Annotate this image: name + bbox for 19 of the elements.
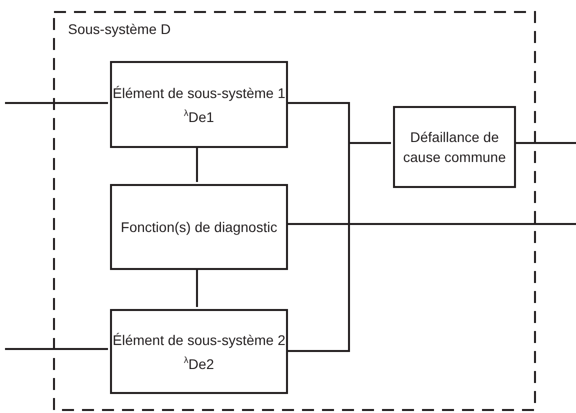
connector-line bbox=[5, 102, 108, 104]
connector-line bbox=[196, 146, 198, 182]
block-box bbox=[393, 106, 516, 188]
block-box bbox=[110, 61, 288, 148]
block-label: Défaillance de cause commune bbox=[402, 128, 507, 167]
connector-line bbox=[196, 268, 198, 307]
subsystem-boundary bbox=[53, 11, 536, 411]
connector-line bbox=[286, 223, 576, 225]
group-title: Sous-système D bbox=[68, 21, 171, 37]
block-label: Élément de sous-système 2 bbox=[112, 330, 286, 350]
block-label: Fonction(s) de diagnostic bbox=[120, 218, 278, 237]
block-box bbox=[110, 184, 288, 270]
connector-line bbox=[5, 348, 108, 350]
block-box bbox=[110, 309, 288, 394]
failure-rate-label: $^{λ}$De2 bbox=[184, 354, 214, 374]
failure-rate-label: $^{λ}$De1 bbox=[184, 106, 214, 126]
block-label: Élément de sous-système 1 bbox=[112, 84, 286, 103]
connector-line bbox=[514, 142, 576, 144]
connector-line bbox=[286, 142, 391, 352]
